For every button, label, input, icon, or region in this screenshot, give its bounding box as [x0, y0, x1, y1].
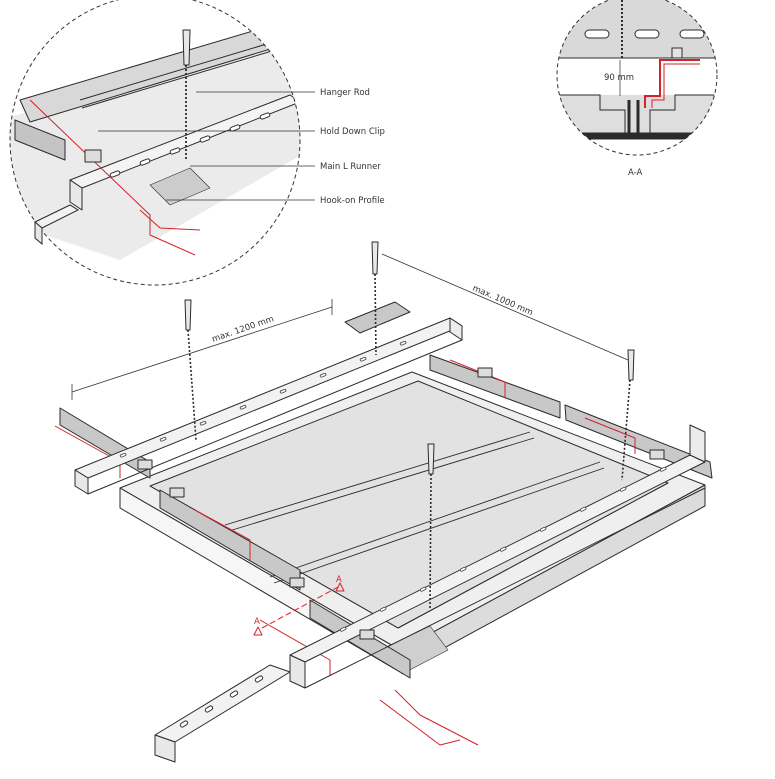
- detail-view: [9, 0, 301, 286]
- callout-hanger-rod: Hanger Rod: [320, 88, 370, 98]
- callout-hold-down-clip: Hold Down Clip: [320, 127, 385, 137]
- section-marker-upper: A: [336, 575, 342, 585]
- main-l-runner-front: [289, 424, 706, 689]
- dimension-1000-label: max. 1000 mm: [471, 284, 535, 319]
- loose-runner-piece: [154, 664, 291, 763]
- panel-grooves: [224, 431, 605, 584]
- detail-loose-piece: [34, 204, 80, 246]
- main-assembly: [54, 241, 713, 763]
- hanger-rod: [371, 241, 379, 356]
- dimension-1000: [381, 253, 629, 361]
- hold-down-clips: [137, 367, 665, 640]
- hanger-rod: [184, 299, 197, 441]
- hanger-rod: [621, 349, 635, 481]
- section-cut-line: [253, 582, 345, 636]
- callout-leaders: [98, 91, 315, 201]
- section-marker-lower: A: [254, 617, 260, 627]
- callout-hook-on-profile: Hook-on Profile: [320, 196, 385, 206]
- section-view-label: A-A: [628, 168, 643, 178]
- dimension-1200: [71, 299, 333, 400]
- hanger-rods: [184, 241, 635, 611]
- section-dimension-label: 90 mm: [604, 73, 634, 83]
- hanger-rod: [427, 443, 435, 611]
- dimension-1200-label: max. 1200 mm: [211, 314, 276, 345]
- runner-slots: [119, 340, 667, 632]
- section-view: [556, 0, 718, 156]
- ceiling-panel: [119, 371, 706, 675]
- callout-main-l-runner: Main L Runner: [320, 162, 381, 172]
